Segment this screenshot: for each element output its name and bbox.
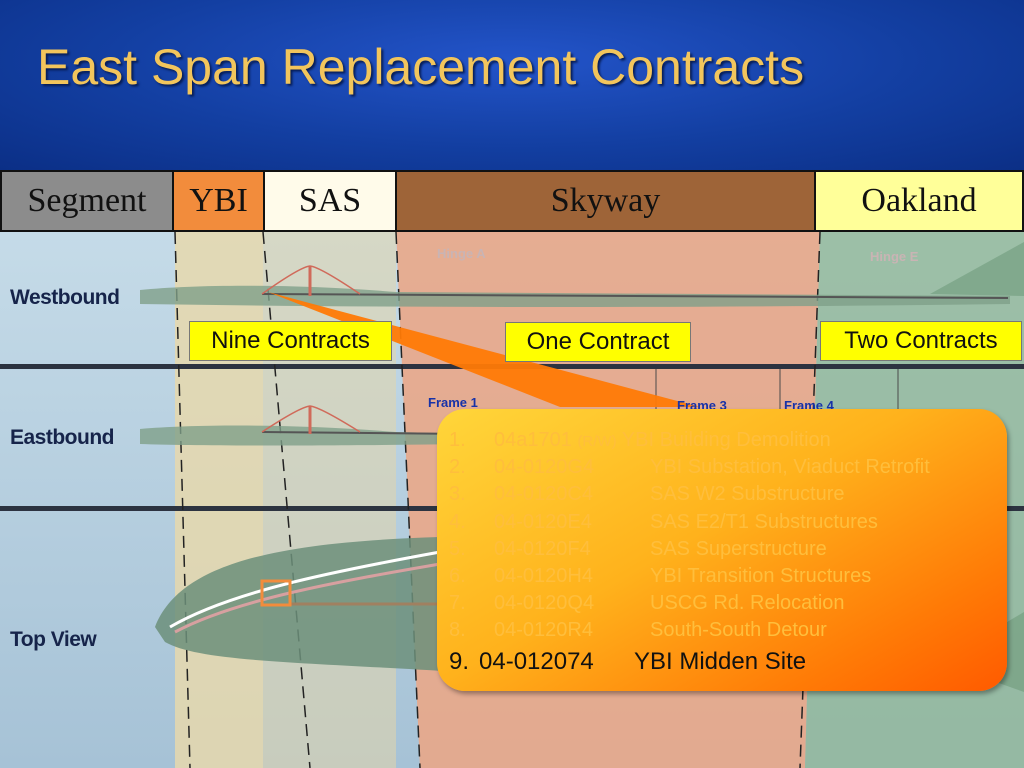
contract-description: YBI Substation, Viaduct Retrofit (650, 456, 930, 479)
contract-description: USCG Rd. Relocation (650, 592, 845, 615)
top-view-label: Top View (10, 628, 97, 651)
contract-number: 1. (449, 429, 466, 451)
segment-oakland-cell: Oakland (814, 170, 1024, 232)
segment-sas-cell: SAS (263, 170, 397, 232)
list-item: 1. 04a1701 (R/W) YBI Building Demolition (449, 427, 1004, 454)
contract-description: SAS W2 Substructure (650, 483, 845, 506)
contract-number: 2. (449, 456, 466, 479)
two-contracts-box: Two Contracts (820, 321, 1022, 361)
contract-list-callout: 1. 04a1701 (R/W) YBI Building Demolition… (437, 409, 1007, 691)
hinge-a-label: Hinge A (437, 246, 486, 261)
ybi-zone (175, 232, 263, 768)
list-item: 7. 04-0120Q4 USCG Rd. Relocation (449, 590, 1004, 617)
contract-code: 04-0120F4 (494, 537, 591, 560)
list-item: 5. 04-0120F4 SAS Superstructure (449, 536, 1004, 563)
contract-code: 04a1701 (494, 429, 572, 451)
contract-description: SAS E2/T1 Substructures (650, 510, 878, 533)
westbound-label: Westbound (10, 286, 120, 309)
contract-code: 04-0120R4 (494, 619, 593, 642)
contract-note: (R/W) (577, 433, 617, 450)
segment-skyway-cell: Skyway (395, 170, 816, 232)
contract-number: 5. (449, 537, 466, 560)
list-item-highlighted: 9. 04-012074 YBI Midden Site (449, 645, 1004, 678)
list-item: 6. 04-0120H4 YBI Transition Structures (449, 563, 1004, 590)
title-banner: East Span Replacement Contracts (0, 0, 1024, 170)
segment-header-cell: Segment (0, 170, 174, 232)
contract-code: 04-0120H4 (494, 564, 593, 587)
contract-number: 3. (449, 483, 466, 506)
segment-header-bar: Segment YBI SAS Skyway Oakland (0, 170, 1024, 232)
contract-code: 04-012074 (479, 647, 594, 675)
contract-description: South-South Detour (650, 619, 827, 642)
contract-number: 6. (449, 564, 466, 587)
westbound-profile (140, 242, 1024, 307)
contract-number: 4. (449, 510, 466, 533)
list-item: 2. 04-0120G4 YBI Substation, Viaduct Ret… (449, 454, 1004, 481)
slide-title: East Span Replacement Contracts (37, 39, 805, 95)
hinge-e-label: Hinge E (870, 249, 919, 264)
contract-description: YBI Building Demolition (621, 429, 831, 451)
contract-description: YBI Midden Site (634, 647, 807, 675)
contract-number: 7. (449, 592, 466, 615)
contract-code: 04-0120Q4 (494, 592, 595, 615)
list-item: 8. 04-0120R4 South-South Detour (449, 617, 1004, 644)
list-item: 4. 04-0120E4 SAS E2/T1 Substructures (449, 509, 1004, 536)
contract-code: 04-0120G4 (494, 456, 595, 479)
segment-ybi-cell: YBI (172, 170, 265, 232)
contract-description: YBI Transition Structures (650, 564, 872, 587)
list-item: 3. 04-0120C4 SAS W2 Substructure (449, 481, 1004, 508)
eastbound-label: Eastbound (10, 426, 115, 449)
contract-number: 8. (449, 619, 466, 642)
eastbound-profile (140, 405, 480, 446)
contract-list: 1. 04a1701 (R/W) YBI Building Demolition… (449, 427, 1004, 678)
contract-code: 04-0120C4 (494, 483, 593, 506)
frame-1-label: Frame 1 (428, 395, 478, 410)
contract-number: 9. (449, 647, 470, 675)
one-contract-box: One Contract (505, 322, 691, 362)
callout-pointer (268, 292, 700, 407)
contract-code: 04-0120E4 (494, 510, 592, 533)
contract-description: SAS Superstructure (650, 537, 827, 560)
nine-contracts-box: Nine Contracts (189, 321, 392, 361)
